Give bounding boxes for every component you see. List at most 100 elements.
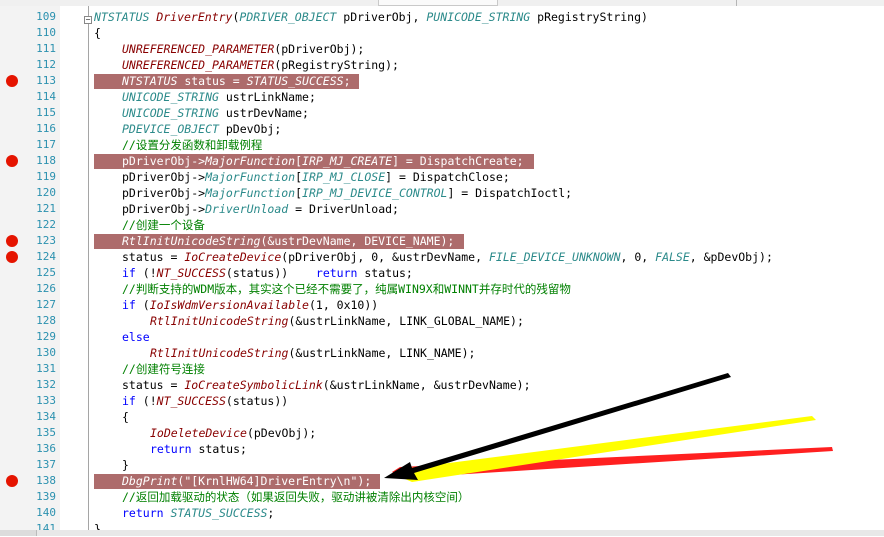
code-token: return <box>122 506 164 520</box>
code-token: IRP_MJ_CLOSE <box>302 170 386 184</box>
code-token: (pDevObj); <box>246 426 317 440</box>
annotation-arrow-black-icon <box>384 373 731 480</box>
breakpoint-line-highlight <box>94 74 359 89</box>
code-line[interactable]: if (!NT_SUCCESS(status)) <box>122 393 288 409</box>
code-line[interactable]: NTSTATUS DriverEntry(PDRIVER_OBJECT pDri… <box>94 9 648 25</box>
code-token: IRP_MJ_DEVICE_CONTROL <box>302 186 448 200</box>
breakpoint-icon[interactable] <box>6 75 18 87</box>
code-line[interactable]: //设置分发函数和卸载例程 <box>122 137 262 153</box>
top-divider <box>736 0 737 6</box>
code-token: PDRIVER_OBJECT <box>239 10 337 24</box>
code-line[interactable]: UNREFERENCED_PARAMETER(pDriverObj); <box>122 41 364 57</box>
code-token: PUNICODE_STRING <box>426 10 531 24</box>
breakpoint-icon[interactable] <box>6 251 18 263</box>
zoom-level-box[interactable] <box>0 530 37 536</box>
code-line[interactable]: //返回加载驱动的状态（如果返回失败，驱动讲被清除出内核空间） <box>122 489 469 505</box>
code-line[interactable]: } <box>122 457 129 473</box>
annotation-arrow-yellow-icon <box>398 416 816 482</box>
code-line[interactable]: DbgPrint("[KrnlHW64]DriverEntry\n"); <box>122 473 371 489</box>
code-line[interactable]: pDriverObj->MajorFunction[IRP_MJ_CLOSE] … <box>122 169 510 185</box>
code-line[interactable]: if (IoIsWdmVersionAvailable(1, 0x10)) <box>122 297 378 313</box>
code-line[interactable]: //创建符号连接 <box>122 361 205 377</box>
code-token: pDriverObj-> <box>122 154 206 168</box>
code-line[interactable]: if (!NT_SUCCESS(status)) return status; <box>122 265 413 281</box>
code-line[interactable]: pDriverObj->DriverUnload = DriverUnload; <box>122 201 399 217</box>
line-number: 135 <box>36 426 56 439</box>
line-number: 112 <box>36 58 56 71</box>
code-line[interactable]: { <box>122 409 129 425</box>
editor-gutter[interactable] <box>0 6 60 530</box>
code-token: (&ustrLinkName, LINK_NAME); <box>288 346 476 360</box>
code-line[interactable]: { <box>94 25 101 41</box>
code-token: pDriverObj, <box>336 10 427 24</box>
code-token: STATUS_SUCCESS <box>246 74 344 88</box>
breakpoint-icon[interactable] <box>6 235 18 247</box>
breakpoint-icon[interactable] <box>6 155 18 167</box>
code-token: FILE_DEVICE_UNKNOWN <box>488 250 621 264</box>
code-token: } <box>122 458 129 472</box>
code-token: RtlInitUnicodeString <box>150 314 289 328</box>
code-line[interactable]: RtlInitUnicodeString(&ustrLinkName, LINK… <box>150 345 475 361</box>
code-token: , 0, <box>620 250 656 264</box>
code-token: return <box>150 442 192 456</box>
code-token: (status)) <box>225 266 316 280</box>
line-number: 120 <box>36 186 56 199</box>
line-number: 140 <box>36 506 56 519</box>
code-line[interactable]: status = IoCreateDevice(pDriverObj, 0, &… <box>122 249 773 265</box>
code-line[interactable]: status = IoCreateSymbolicLink(&ustrLinkN… <box>122 377 531 393</box>
code-line[interactable]: PDEVICE_OBJECT pDevObj; <box>122 121 281 137</box>
line-number: 111 <box>36 42 56 55</box>
code-line[interactable]: else <box>122 329 150 345</box>
code-token: MajorFunction <box>205 186 296 200</box>
code-line[interactable]: RtlInitUnicodeString(&ustrLinkName, LINK… <box>150 313 524 329</box>
code-line[interactable]: pDriverObj->MajorFunction[IRP_MJ_DEVICE_… <box>122 185 572 201</box>
line-number: 119 <box>36 170 56 183</box>
code-token: status = <box>122 378 185 392</box>
code-line[interactable]: RtlInitUnicodeString(&ustrDevName, DEVIC… <box>122 233 454 249</box>
code-token: (! <box>135 266 157 280</box>
code-line[interactable]: return status; <box>150 441 247 457</box>
top-tab[interactable] <box>378 0 498 6</box>
line-number: 123 <box>36 234 56 247</box>
code-line[interactable]: IoDeleteDevice(pDevObj); <box>150 425 316 441</box>
code-token: = DriverUnload; <box>288 202 399 216</box>
code-token: status = <box>177 74 247 88</box>
code-line[interactable]: UNICODE_STRING ustrLinkName; <box>122 89 316 105</box>
line-number: 137 <box>36 458 56 471</box>
collapse-icon[interactable]: − <box>84 15 92 24</box>
code-line[interactable]: //判断支持的WDM版本，其实这个已经不需要了，纯属WIN9X和WINNT并存时… <box>122 281 571 297</box>
line-number: 125 <box>36 266 56 279</box>
annotation-arrow-red-icon <box>392 447 833 478</box>
code-token: if <box>122 394 136 408</box>
code-line[interactable]: return STATUS_SUCCESS; <box>122 505 274 521</box>
code-line[interactable]: UNICODE_STRING ustrDevName; <box>122 105 309 121</box>
code-token: DbgPrint <box>122 474 178 488</box>
code-token: if <box>122 266 136 280</box>
code-token: (1, 0x10)) <box>308 298 379 312</box>
code-line[interactable]: //创建一个设备 <box>122 217 205 233</box>
code-token: (status)) <box>225 394 289 408</box>
code-token: ; <box>267 506 275 520</box>
code-line[interactable]: pDriverObj->MajorFunction[IRP_MJ_CREATE]… <box>122 153 524 169</box>
code-token: return <box>315 266 358 280</box>
code-line[interactable]: } <box>94 521 101 537</box>
line-number: 132 <box>36 378 56 391</box>
line-number: 136 <box>36 442 56 455</box>
code-token: UNREFERENCED_PARAMETER <box>122 42 275 56</box>
code-token: UNICODE_STRING <box>122 106 219 120</box>
code-token: [ <box>295 170 303 184</box>
code-token: (pDriverObj); <box>274 42 365 56</box>
line-number: 131 <box>36 362 56 375</box>
breakpoint-icon[interactable] <box>6 475 18 487</box>
code-token: ustrDevName; <box>218 106 309 120</box>
code-token: else <box>122 330 150 344</box>
code-line[interactable]: UNREFERENCED_PARAMETER(pRegistryString); <box>122 57 399 73</box>
line-number: 138 <box>36 474 56 487</box>
line-number: 110 <box>36 26 56 39</box>
line-number: 116 <box>36 122 56 135</box>
line-number: 113 <box>36 74 56 87</box>
code-line[interactable]: NTSTATUS status = STATUS_SUCCESS; <box>122 73 351 89</box>
code-editor[interactable]: NTSTATUS DriverEntry(PDRIVER_OBJECT pDri… <box>0 6 884 536</box>
code-token: IRP_MJ_CREATE <box>302 154 393 168</box>
